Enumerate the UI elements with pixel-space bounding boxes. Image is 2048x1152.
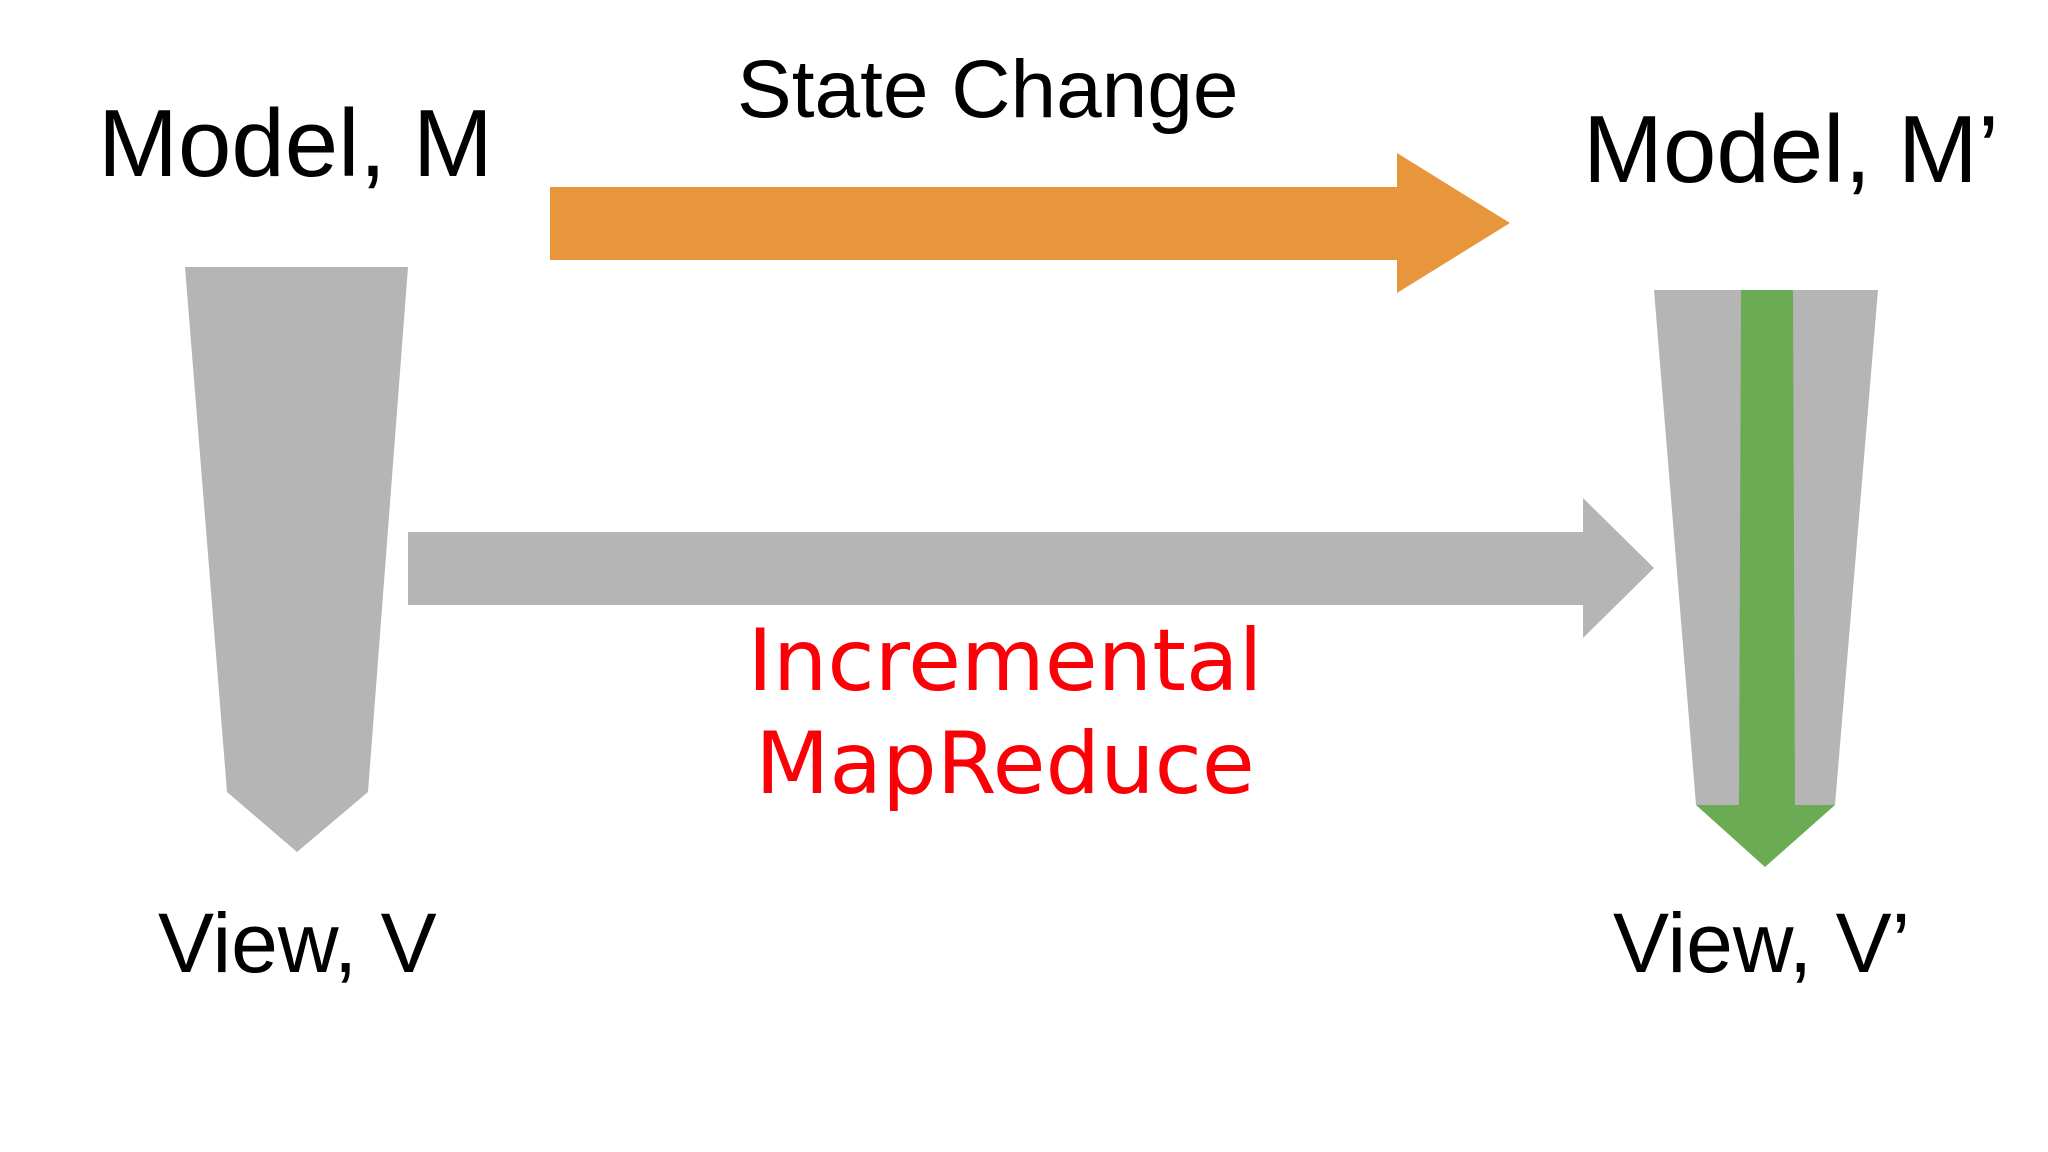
- gray-down-funnel-arrow: [185, 267, 408, 852]
- page-label-view-v: View, V: [158, 896, 437, 990]
- page-label-model-m: Model, M: [98, 90, 493, 197]
- page-label-model-m-prime: Model, M’: [1583, 96, 2000, 203]
- incremental-mapreduce-line-2: MapReduce: [755, 714, 1255, 815]
- incremental-mapreduce-line-1: Incremental: [747, 611, 1263, 711]
- page-label-incremental-mapreduce: Incremental MapReduce: [625, 610, 1385, 816]
- orange-right-arrow: [550, 153, 1510, 293]
- page-label-state-change: State Change: [737, 44, 1239, 135]
- gray-right-arrow: [408, 498, 1654, 638]
- green-down-arrow: [1696, 290, 1835, 867]
- page-label-view-v-prime: View, V’: [1613, 896, 1911, 990]
